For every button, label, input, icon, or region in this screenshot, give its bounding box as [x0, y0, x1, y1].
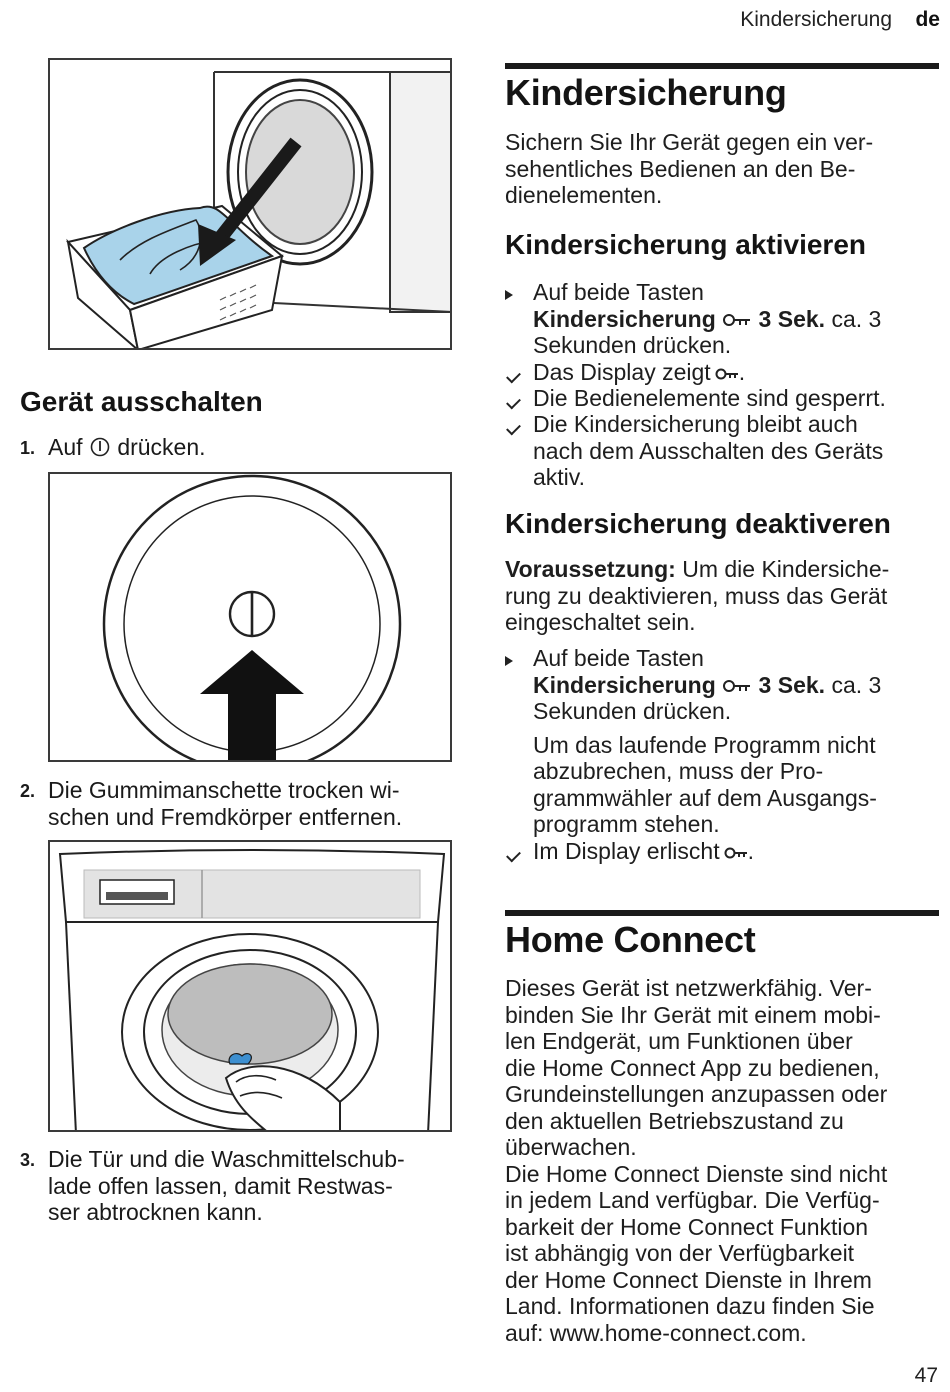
header-language: de	[915, 8, 940, 31]
hc-p1-line-1: Dieses Gerät ist netzwerkfähig. Ver-	[505, 975, 872, 1001]
hc-p2-line-1: Die Home Connect Dienste sind nicht	[505, 1160, 888, 1187]
activate-key-label: Kindersicherung	[533, 305, 716, 332]
prereq-line-2: rung zu deaktivieren, muss das Gerät	[505, 582, 888, 609]
activate-action-line-2: Kindersicherung 3 Sek. ca. 3	[533, 306, 945, 333]
activate-result-2-text: Die Bedienelemente sind gesperrt.	[533, 385, 886, 411]
deactivate-action-line-3: Sekunden drücken.	[533, 698, 732, 724]
child-lock-key-icon	[723, 680, 751, 693]
deactivate-note-line-4: programm stehen.	[533, 811, 720, 837]
action-arrow-icon	[505, 656, 513, 666]
deactivate-duration: 3 Sek.	[758, 671, 826, 698]
hc-p2-line-2: in jedem Land verfügbar. Die Verfüg-	[505, 1187, 880, 1213]
step-number-3: 3.	[20, 1150, 36, 1170]
activate-action-line-3: Sekunden drücken.	[533, 332, 732, 358]
kinder-intro-line-1: Sichern Sie Ihr Gerät gegen ein ver-	[505, 129, 874, 155]
child-lock-key-icon	[724, 847, 747, 859]
check-icon	[506, 368, 521, 384]
activate-result-3: Die Kindersicherung bleibt auch nach dem…	[505, 411, 945, 491]
prereq-label: Voraussetzung:	[505, 556, 676, 582]
header-section-title: Kindersicherung	[740, 8, 892, 31]
step-1-text: Auf drücken.	[48, 434, 458, 461]
activate-duration: 3 Sek.	[758, 305, 826, 332]
deactivate-key-label: Kindersicherung	[533, 671, 716, 698]
prereq-line-1: Um die Kindersiche-	[682, 556, 890, 582]
hc-p1-line-2: binden Sie Ihr Gerät mit einem mobi-	[505, 1001, 881, 1028]
kinder-intro-line-3: dienelementen.	[505, 182, 663, 208]
deactivate-result-text: Im Display erlischt	[533, 838, 720, 864]
activate-result-2: Die Bedienelemente sind gesperrt.	[505, 385, 945, 412]
hc-p2-line-5: der Home Connect Dienste in Ihrem	[505, 1266, 872, 1293]
child-lock-key-icon	[723, 314, 751, 327]
deactivate-note-line-2: abzubrechen, muss der Pro-	[533, 758, 824, 784]
activate-result-3-line-1: Die Kindersicherung bleibt auch	[533, 411, 858, 437]
step-number-2: 2.	[20, 781, 36, 801]
hc-p2-line-7: auf: www.home-connect.com.	[505, 1319, 807, 1346]
check-icon	[506, 394, 521, 410]
section-rule-home-connect	[505, 910, 939, 916]
step-1-post: drücken.	[117, 434, 206, 460]
section-rule-kindersicherung	[505, 63, 939, 69]
hc-p2-line-3: barkeit der Home Connect Funktion	[505, 1213, 869, 1240]
section-title-kindersicherung: Kindersicherung	[505, 72, 787, 113]
deactivate-prerequisite: Voraussetzung: Um die Kindersiche- rung …	[505, 556, 945, 636]
figure-power-button	[48, 472, 452, 762]
activate-result-3-line-3: aktiv.	[533, 464, 585, 490]
step-3-line-2: lade offen lassen, damit Restwas-	[48, 1172, 393, 1199]
hc-p2-line-6: Land. Informationen dazu finden Sie	[505, 1293, 875, 1319]
child-lock-key-icon	[715, 368, 738, 380]
deactivate-action-line-2: Kindersicherung 3 Sek. ca. 3	[533, 672, 945, 699]
activate-action-line-1: Auf beide Tasten	[533, 279, 704, 305]
figure-laundry-basket	[48, 58, 452, 350]
power-icon	[90, 437, 110, 457]
laundry-basket-illustration	[66, 71, 450, 348]
deactivate-note-line-1: Um das laufende Programm nicht	[533, 731, 876, 758]
heading-kinder-aktivieren: Kindersicherung aktivieren	[505, 229, 867, 260]
step-2-line-2: schen und Fremdkörper entfernen.	[48, 803, 403, 830]
deactivate-action-tail: ca. 3	[831, 671, 882, 698]
hc-p1-line-5: Grundeinstellungen anzupassen oder	[505, 1081, 888, 1107]
activate-action-tail: ca. 3	[831, 305, 882, 332]
activate-action: Auf beide Tasten Kindersicherung 3 Sek. …	[505, 279, 945, 359]
step-1-pre: Auf	[48, 434, 83, 460]
deactivate-result: Im Display erlischt .	[505, 838, 945, 865]
power-button-illustration	[102, 474, 402, 760]
deactivate-note: Um das laufende Programm nicht abzubrech…	[533, 732, 945, 838]
activate-result-1: Das Display zeigt .	[505, 359, 945, 386]
check-icon	[506, 420, 521, 436]
prereq-line-3: eingeschaltet sein.	[505, 609, 696, 635]
section-title-home-connect: Home Connect	[505, 919, 756, 960]
heading-kinder-deaktiveren: Kindersicherung deaktiveren	[505, 508, 891, 539]
activate-result-3-line-2: nach dem Ausschalten des Geräts	[533, 437, 884, 464]
check-icon	[506, 847, 521, 863]
hc-p1-line-7: überwachen.	[505, 1134, 637, 1160]
step-2-line-1: Die Gummimanschette trocken wi-	[48, 777, 400, 803]
step-3-line-1: Die Tür und die Waschmittelschub-	[48, 1146, 405, 1172]
kinder-intro: Sichern Sie Ihr Gerät gegen ein ver- seh…	[505, 129, 945, 209]
home-connect-text: Dieses Gerät ist netzwerkfähig. Ver- bin…	[505, 975, 945, 1346]
hc-p1-line-4: die Home Connect App zu bedienen,	[505, 1054, 880, 1081]
step-3-line-3: ser abtrocknen kann.	[48, 1199, 263, 1225]
kinder-intro-line-2: sehentliches Bedienen an den Be-	[505, 155, 856, 182]
heading-geraet-ausschalten: Gerät ausschalten	[20, 386, 263, 417]
step-2-text: Die Gummimanschette trocken wi- schen un…	[48, 777, 458, 830]
activate-result-1-text: Das Display zeigt	[533, 359, 711, 385]
washer-door-illustration	[58, 849, 446, 1130]
deactivate-action: Auf beide Tasten Kindersicherung 3 Sek. …	[505, 645, 945, 838]
hc-p2-line-4: ist abhängig von der Verfügbarkeit	[505, 1240, 855, 1266]
step-3-text: Die Tür und die Waschmittelschub- lade o…	[48, 1146, 458, 1226]
step-number-1: 1.	[20, 438, 36, 458]
page-number: 47	[914, 1364, 938, 1387]
action-arrow-icon	[505, 290, 513, 300]
hc-p1-line-3: len Endgerät, um Funktionen über	[505, 1028, 853, 1054]
hc-p1-line-6: den aktuellen Betriebszustand zu	[505, 1107, 844, 1134]
deactivate-note-line-3: grammwähler auf dem Ausgangs-	[533, 784, 877, 811]
deactivate-action-line-1: Auf beide Tasten	[533, 645, 704, 671]
figure-washer-door	[48, 840, 452, 1132]
